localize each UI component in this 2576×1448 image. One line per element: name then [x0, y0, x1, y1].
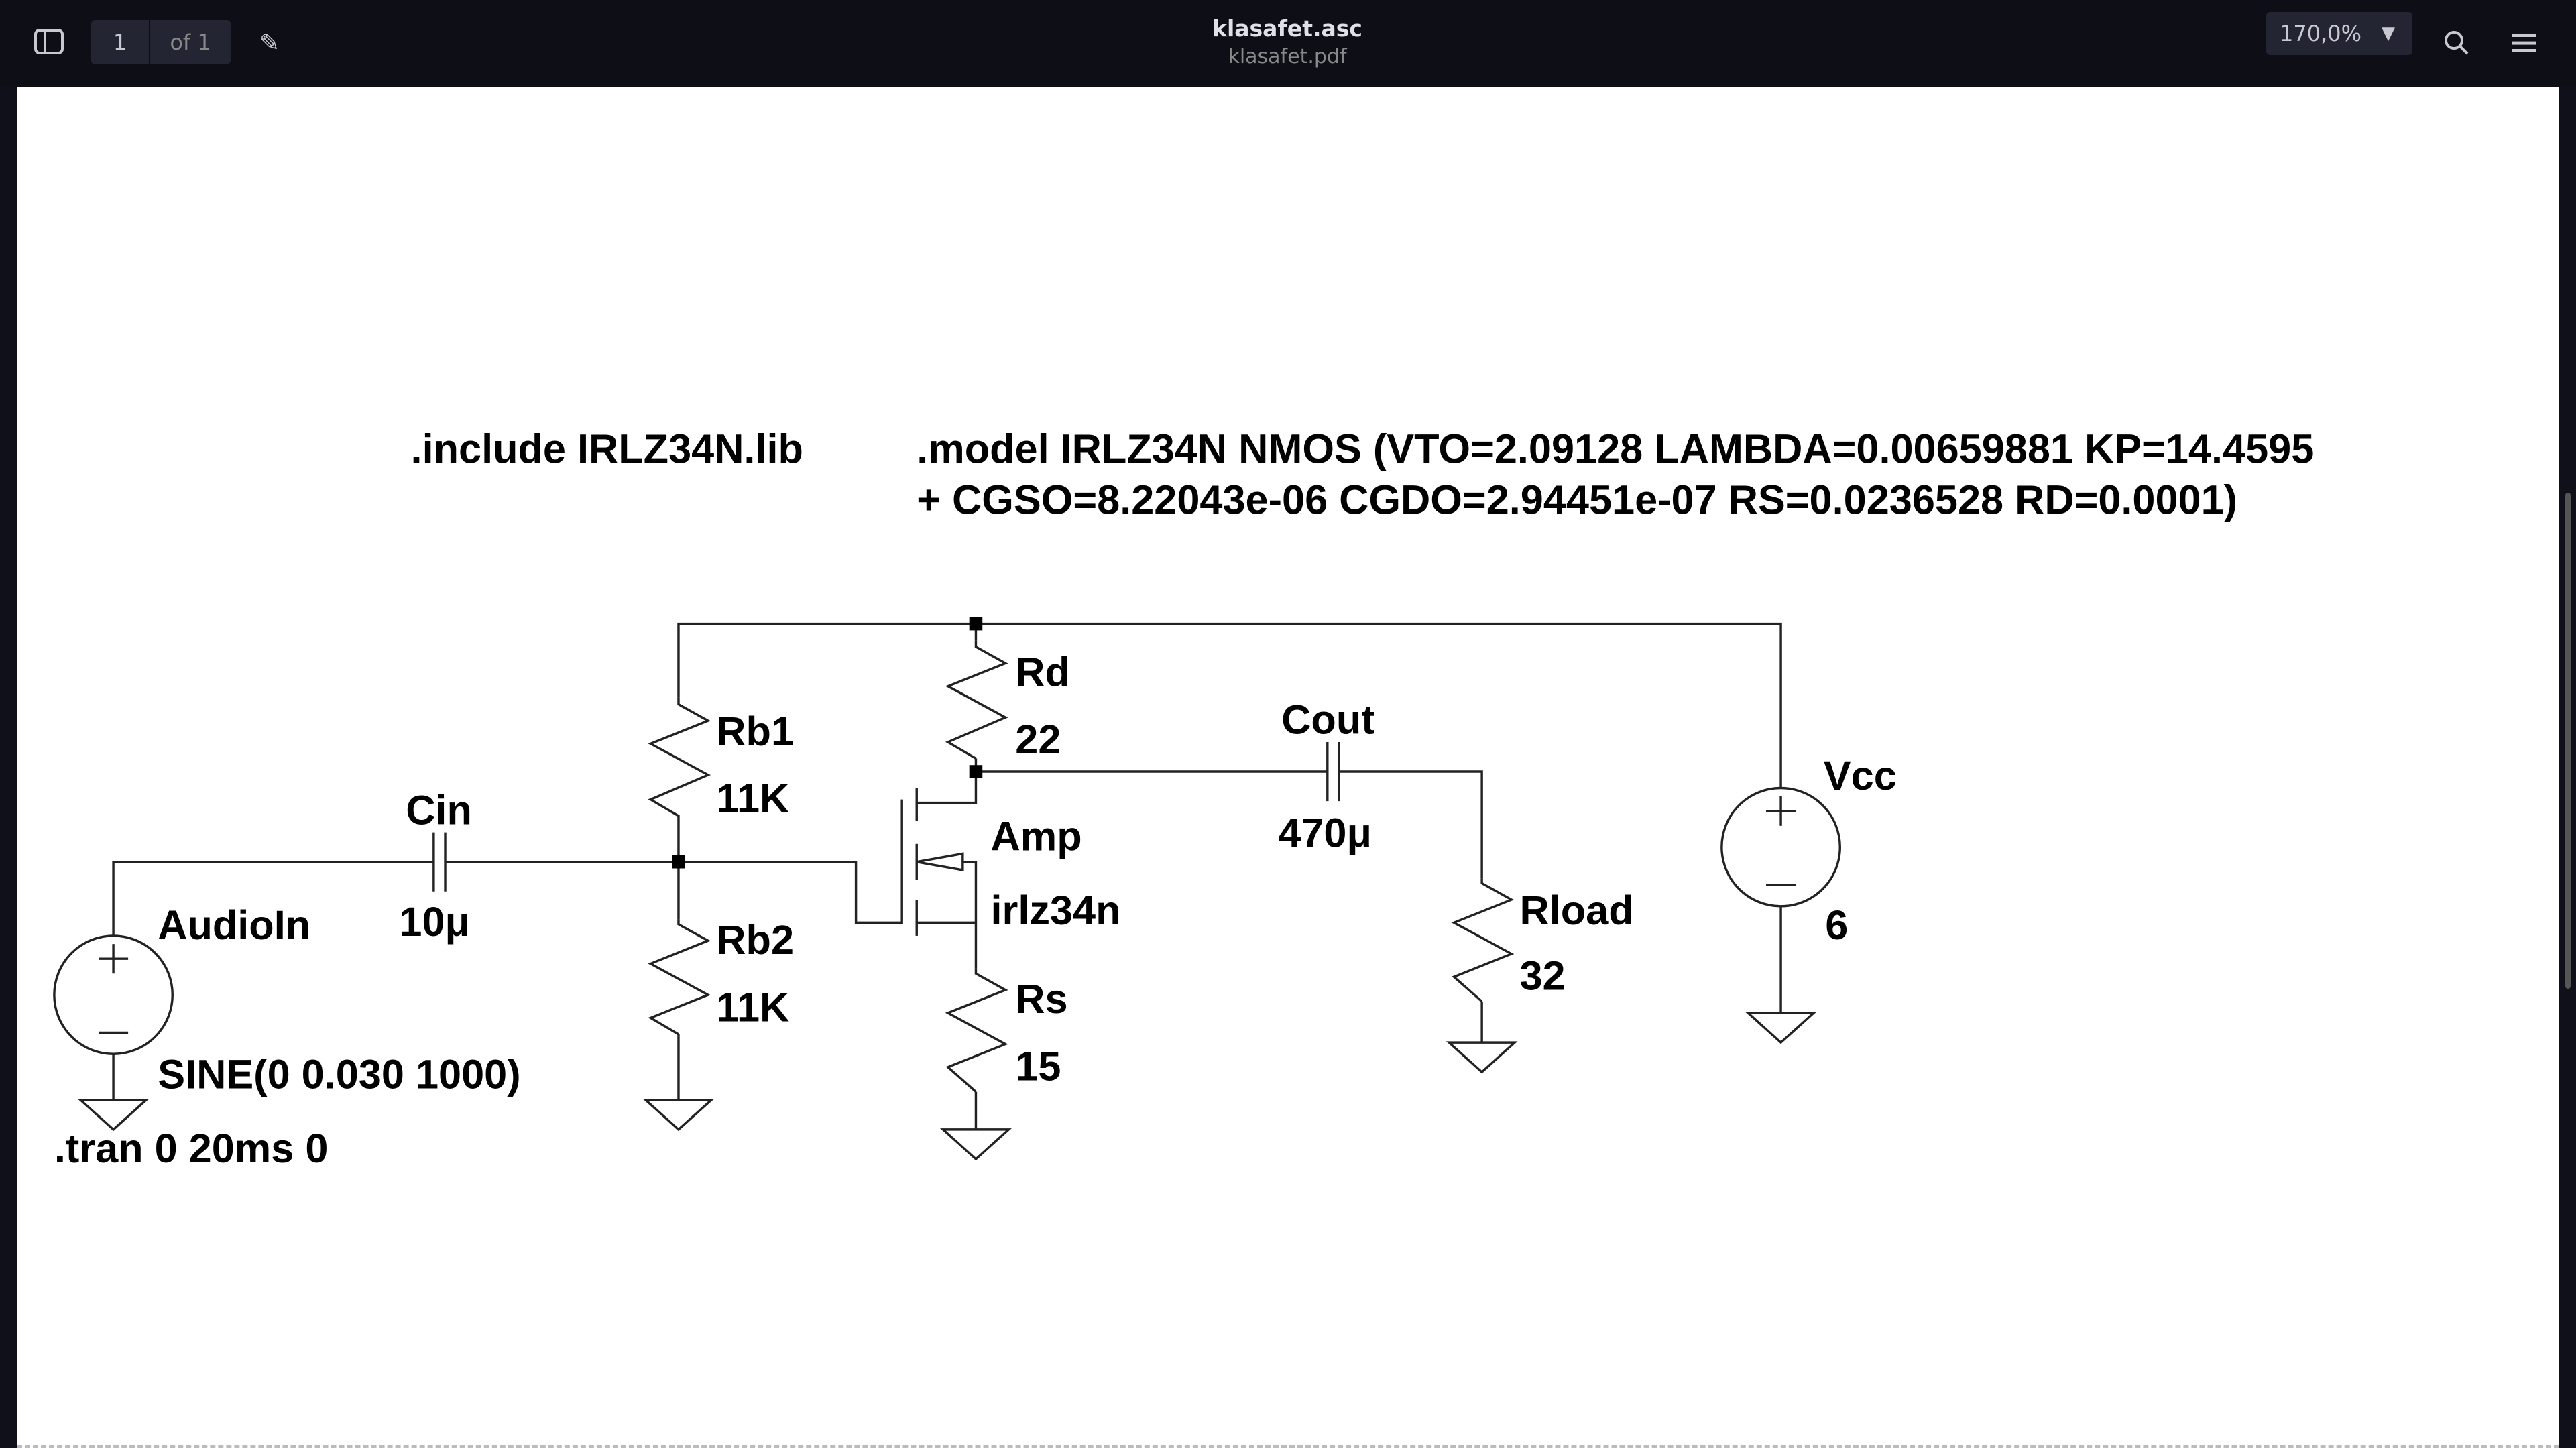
page-number-input[interactable]: 1 [91, 20, 149, 64]
vertical-scrollbar[interactable] [2565, 493, 2571, 989]
resistor-rd[interactable] [945, 640, 1008, 760]
audioin-value: SINE(0 0.030 1000) [158, 1052, 520, 1097]
vcc-value: 6 [1825, 902, 1848, 948]
toolbar: 1 of 1 ✎ klasafet.asc klasafet.pdf 170,0… [0, 0, 2576, 87]
ground-symbols [77, 1012, 1817, 1161]
rb1-value: 11K [716, 776, 789, 821]
resistor-rs[interactable] [945, 968, 1008, 1093]
rload-label: Rload [1519, 888, 1633, 933]
tran-directive: .tran 0 20ms 0 [54, 1126, 329, 1171]
page-total: of 1 [150, 20, 231, 64]
rload-value: 32 [1519, 953, 1565, 999]
mosfet-amp[interactable] [915, 788, 964, 936]
cout-value: 470μ [1278, 810, 1372, 856]
model-directive-line2: + CGSO=8.22043e-06 CGDO=2.94451e-07 RS=0… [917, 477, 2237, 523]
pdf-page [17, 87, 2559, 1448]
resistor-rb1[interactable] [648, 697, 711, 821]
audioin-label: AudioIn [158, 902, 310, 948]
zoom-select[interactable]: 170,0% ▼ [2266, 12, 2412, 55]
chevron-down-icon: ▼ [2382, 23, 2396, 44]
rd-label: Rd [1015, 650, 1070, 695]
model-directive-line1: .model IRLZ34N NMOS (VTO=2.09128 LAMBDA=… [917, 426, 2314, 472]
voltage-source-vcc[interactable] [1720, 786, 1842, 908]
vcc-label: Vcc [1824, 753, 1897, 798]
junction-dots [672, 617, 983, 869]
pencil-icon[interactable]: ✎ [259, 29, 280, 57]
capacitor-cin[interactable] [432, 832, 447, 892]
document-title: klasafet.asc [1212, 15, 1362, 42]
wires [112, 622, 1782, 1130]
rb2-value: 11K [716, 984, 789, 1030]
rd-value: 22 [1015, 717, 1061, 762]
menu-icon[interactable] [2508, 27, 2540, 59]
document-subtitle: klasafet.pdf [1228, 44, 1347, 68]
rs-label: Rs [1015, 976, 1067, 1022]
resistor-rload[interactable] [1451, 878, 1515, 1003]
include-directive: .include IRLZ34N.lib [411, 426, 803, 472]
zoom-value: 170,0% [2280, 21, 2362, 46]
cin-value: 10μ [399, 899, 470, 945]
rb1-label: Rb1 [716, 709, 794, 754]
rs-value: 15 [1015, 1043, 1061, 1089]
cin-label: Cin [406, 787, 472, 833]
cout-label: Cout [1281, 697, 1374, 743]
capacitor-cout[interactable] [1326, 741, 1340, 802]
search-icon[interactable] [2441, 27, 2473, 59]
voltage-source-audioin[interactable] [53, 934, 174, 1055]
amp-label: Amp [991, 814, 1082, 859]
amp-value: irlz34n [991, 888, 1121, 933]
sidebar-toggle-icon[interactable] [34, 28, 64, 55]
rb2-label: Rb2 [716, 917, 794, 963]
resistor-rb2[interactable] [648, 919, 711, 1036]
